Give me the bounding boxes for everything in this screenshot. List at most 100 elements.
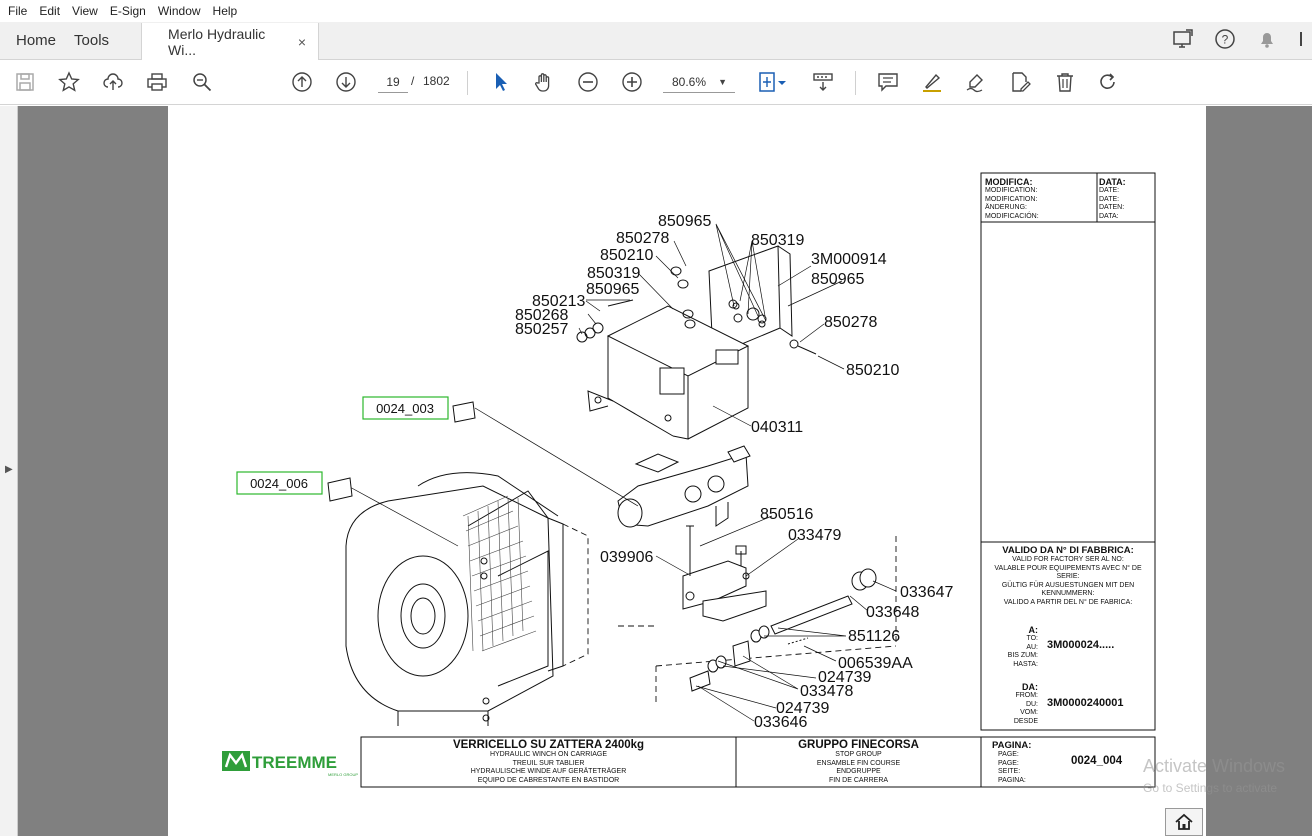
notification-bell-icon[interactable] bbox=[1256, 28, 1278, 55]
select-cursor-icon[interactable] bbox=[489, 70, 513, 94]
part-label: 850213 bbox=[532, 293, 585, 310]
page-label-title: PAGINA: bbox=[992, 740, 1032, 751]
viewer-right-margin bbox=[1206, 106, 1312, 836]
zoom-search-icon[interactable] bbox=[190, 70, 214, 94]
left-panel-handle[interactable]: ▶ bbox=[0, 106, 18, 836]
bookmark-star-icon[interactable] bbox=[57, 70, 81, 94]
edit-document-icon[interactable] bbox=[1008, 70, 1032, 94]
modification-line: MODIFICACIÓN: bbox=[985, 212, 1039, 220]
group-title-line: STOP GROUP bbox=[835, 751, 882, 758]
part-label: 850257 bbox=[515, 321, 568, 338]
expand-panel-icon: ▶ bbox=[5, 464, 13, 475]
zoom-out-icon[interactable] bbox=[576, 70, 600, 94]
menu-esign[interactable]: E-Sign bbox=[109, 4, 146, 18]
page-code-value: 0024_004 bbox=[1071, 755, 1123, 767]
drawing-title-line: TREUIL SUR TABLIER bbox=[512, 759, 585, 767]
menu-edit[interactable]: Edit bbox=[39, 4, 61, 18]
logo-text: TREEMME bbox=[252, 753, 337, 772]
drawing-title-line: EQUIPO DE CABRESTANTE EN BASTIDOR bbox=[477, 776, 620, 784]
modification-title: MODIFICA: bbox=[985, 177, 1033, 187]
redo-icon[interactable] bbox=[1096, 70, 1120, 94]
activate-windows-watermark: Activate Windows Go to Settings to activ… bbox=[1143, 756, 1285, 795]
home-button[interactable] bbox=[1165, 808, 1203, 836]
document-viewer[interactable]: ▶ bbox=[0, 106, 1312, 836]
from-title: DA: bbox=[1022, 682, 1038, 692]
to-line: AU: bbox=[1026, 643, 1038, 651]
exploded-parts-drawing: 850965 850278 850210 850319 850213 85026… bbox=[222, 172, 1156, 788]
upload-cloud-icon[interactable] bbox=[101, 70, 125, 94]
to-title: A: bbox=[1028, 625, 1039, 635]
to-line: BIS ZUM: bbox=[1007, 652, 1038, 659]
part-label: 006539AA bbox=[838, 655, 913, 672]
print-icon[interactable] bbox=[145, 70, 169, 94]
toolbar: 19 / 1802 80.6% ▼ bbox=[0, 60, 1312, 105]
share-screen-icon[interactable] bbox=[1172, 28, 1194, 55]
page-total: 1802 bbox=[423, 74, 450, 88]
sign-pen-icon[interactable] bbox=[964, 70, 988, 94]
zoom-in-icon[interactable] bbox=[620, 70, 644, 94]
part-label: 850319 bbox=[587, 265, 640, 282]
part-label: 3M000914 bbox=[811, 251, 887, 268]
drawing-title-block: VERRICELLO SU ZATTERA 2400kg HYDRAULIC W… bbox=[362, 739, 735, 785]
from-labels: DA: FROM: DU: VOM: DESDE bbox=[982, 682, 1038, 726]
group-title-line: FIN DE CARRERA bbox=[828, 776, 889, 784]
reference-box[interactable] bbox=[236, 471, 323, 495]
next-page-icon[interactable] bbox=[334, 70, 358, 94]
page-label-line: SEITE: bbox=[998, 768, 1021, 775]
drawing-title: VERRICELLO SU ZATTERA 2400kg bbox=[452, 739, 645, 751]
tab-bar: Home Tools Merlo Hydraulic Wi... × ? bbox=[0, 22, 1312, 60]
from-line: FROM: bbox=[1015, 692, 1038, 699]
menu-help[interactable]: Help bbox=[212, 4, 238, 18]
group-title-line: ENDGRUPPE bbox=[836, 768, 881, 775]
part-label: 850319 bbox=[751, 232, 804, 249]
close-tab-icon[interactable]: × bbox=[297, 33, 307, 50]
previous-page-icon[interactable] bbox=[290, 70, 314, 94]
part-label: 850965 bbox=[658, 213, 711, 230]
logo-subtext: MERLO GROUP bbox=[328, 772, 358, 777]
part-label: 033646 bbox=[754, 714, 807, 731]
group-title: GRUPPO FINECORSA bbox=[798, 739, 919, 751]
tab-home[interactable]: Home bbox=[16, 32, 57, 49]
svg-text:?: ? bbox=[1222, 32, 1229, 46]
from-serial-value: 3M0000240001 bbox=[1047, 697, 1124, 709]
save-icon[interactable] bbox=[13, 70, 37, 94]
comment-icon[interactable] bbox=[876, 70, 900, 94]
document-tab[interactable]: Merlo Hydraulic Wi... × bbox=[141, 23, 320, 60]
more-icon[interactable] bbox=[1298, 28, 1306, 55]
trash-icon[interactable] bbox=[1053, 70, 1077, 94]
part-label: 851126 bbox=[848, 628, 900, 645]
menu-file[interactable]: File bbox=[8, 4, 28, 18]
page-label-block: PAGINA: PAGE: PAGE: SEITE: PAGINA: bbox=[992, 740, 1052, 785]
home-icon bbox=[1175, 813, 1193, 830]
modification-line: ÄNDERUNG: bbox=[985, 204, 1028, 211]
part-label: 850965 bbox=[811, 271, 864, 288]
scroll-mode-icon[interactable] bbox=[811, 70, 835, 94]
highlight-pen-icon[interactable] bbox=[920, 70, 944, 94]
zoom-level-value: 80.6% bbox=[672, 75, 707, 89]
reference-box[interactable] bbox=[362, 396, 449, 420]
to-labels: A: TO: AU: BIS ZUM: HASTA: bbox=[982, 625, 1038, 669]
reference-box-label: 0024_003 bbox=[376, 401, 434, 416]
tab-bar-icons: ? bbox=[1172, 22, 1312, 60]
watermark-line: Go to Settings to activate bbox=[1143, 781, 1278, 795]
zoom-level-dropdown[interactable]: 80.6% ▼ bbox=[663, 71, 735, 93]
fit-page-icon[interactable] bbox=[756, 70, 780, 94]
validity-line: VALID FOR FACTORY SER AL NO: bbox=[1012, 556, 1124, 563]
tab-tools[interactable]: Tools bbox=[74, 32, 110, 49]
page-label-line: PAGE: bbox=[998, 751, 1019, 758]
date-line: DATA: bbox=[1099, 212, 1119, 220]
modification-line: MODIFICATION: bbox=[985, 195, 1038, 203]
part-label: 033647 bbox=[900, 584, 953, 601]
hand-tool-icon[interactable] bbox=[532, 70, 556, 94]
page-separator: / bbox=[411, 74, 415, 88]
help-icon[interactable]: ? bbox=[1214, 28, 1236, 55]
page-number-input[interactable]: 19 bbox=[378, 71, 408, 93]
date-block: DATA: DATE: DATE: DATEN: DATA: bbox=[1099, 177, 1153, 221]
menu-window[interactable]: Window bbox=[157, 4, 201, 18]
fit-dropdown-chevron-icon[interactable] bbox=[776, 70, 788, 94]
validity-line: SERIE: bbox=[1056, 573, 1080, 580]
to-line: HASTA: bbox=[1013, 660, 1038, 668]
group-title-block: GRUPPO FINECORSA STOP GROUP ENSAMBLE FIN… bbox=[737, 739, 980, 785]
date-line: DATE: bbox=[1099, 187, 1120, 194]
menu-view[interactable]: View bbox=[72, 4, 98, 18]
